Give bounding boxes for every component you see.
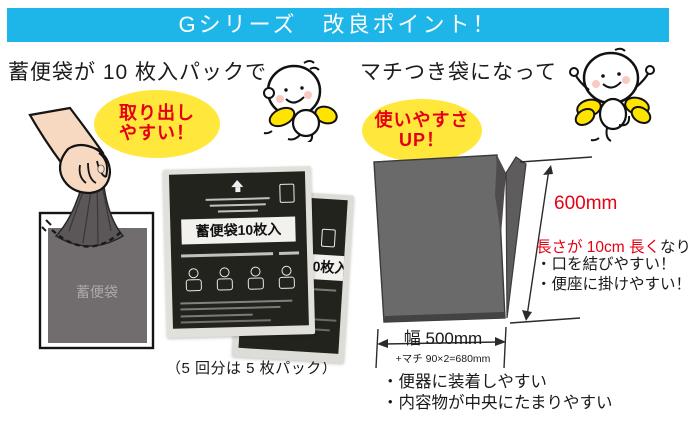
lower-benefit-list: ・便器に装着しやすい ・内容物が中央にたまりやすい — [382, 372, 613, 414]
hand-pulling-bag-illustration: 蓄便袋 — [28, 106, 155, 350]
benefit-item: ・口を結びやすい！ — [536, 256, 676, 273]
badge-line-1: 取り出し — [119, 103, 195, 123]
benefit-item: ・内容物が中央にたまりやすい — [382, 394, 613, 412]
up-arrow-icon — [231, 179, 244, 193]
badge-line-2: やすい！ — [119, 123, 195, 143]
upper-benefit-list: ・口を結びやすい！ ・便座に掛けやすい！ — [536, 255, 691, 295]
pack-variant-caption: （5 回分は 5 枚パック） — [166, 360, 338, 377]
arrowheads — [377, 165, 553, 348]
pictogram-icon — [274, 264, 297, 291]
pictogram-icon — [181, 266, 204, 293]
length-note-red: 長さが 10cm 長く — [536, 239, 661, 256]
title-banner: Gシリーズ 改良ポイント！ — [7, 8, 669, 42]
right-section-heading: マチつき袋になって — [360, 61, 557, 84]
easy-takeout-badge: 取り出し やすい！ — [94, 90, 220, 158]
width-dimension-label: 幅 500mm — [403, 329, 483, 348]
dimension-lines — [375, 156, 593, 369]
gusset-width-note: +マチ 90×2=680mm — [395, 353, 491, 365]
bag-package-front: 蓄便袋10枚入 — [162, 166, 316, 338]
bag-package-front-panel: 蓄便袋10枚入 — [168, 171, 309, 329]
pictogram-icon — [212, 265, 235, 292]
left-section-heading: 蓄便袋が 10 枚入パックで — [8, 61, 268, 84]
inner-bag-label: 蓄便袋 — [76, 284, 118, 300]
page-title: Gシリーズ 改良ポイント！ — [178, 12, 498, 37]
length-note: 長さが 10cm 長くなり — [536, 235, 691, 257]
baby-angel-icon — [263, 60, 338, 142]
bag-outline-icon — [279, 183, 295, 203]
easy-takeout-badge-text: 取り出し やすい！ — [94, 90, 220, 143]
package-label-front: 蓄便袋10枚入 — [181, 216, 296, 245]
benefit-item: ・便器に装着しやすい — [382, 373, 547, 391]
pictogram-icon — [243, 264, 266, 291]
usability-up-badge-text: 使いやすさ UP！ — [362, 99, 482, 150]
benefit-item: ・便座に掛けやすい！ — [536, 276, 692, 293]
badge-line-1: 使いやすさ — [374, 110, 470, 130]
baby-dancing-icon — [569, 47, 655, 142]
usage-pictograms — [181, 264, 297, 293]
usability-up-badge: 使いやすさ UP！ — [362, 99, 482, 162]
length-note-black: なり — [660, 239, 692, 256]
gusseted-bag-diagram — [373, 154, 593, 369]
bag-outline-icon — [320, 228, 336, 248]
badge-line-2: UP！ — [398, 130, 445, 150]
height-dimension-label: 600mm — [554, 193, 618, 214]
